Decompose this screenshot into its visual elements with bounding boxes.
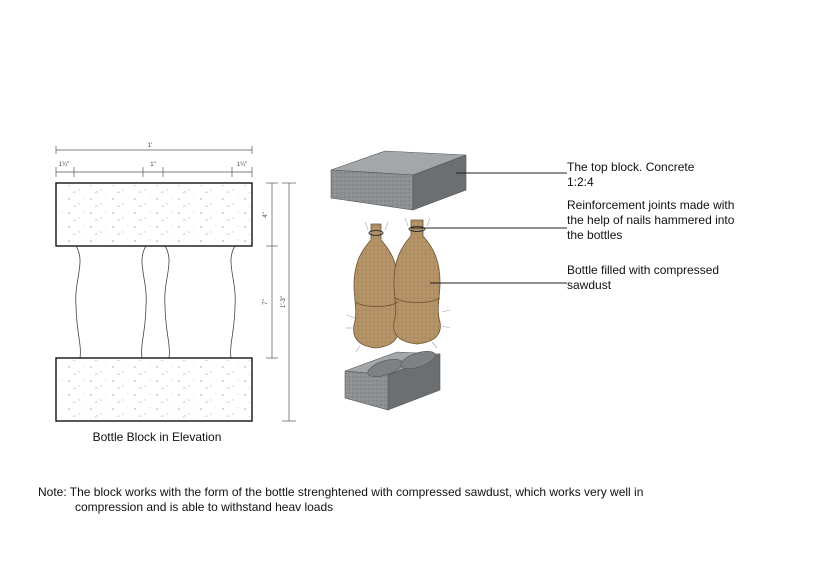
bottom-concrete-block	[344, 351, 441, 411]
top-concrete-block	[330, 150, 467, 211]
bottle-left	[353, 223, 399, 349]
callout-joints-line2: the help of nails hammered into	[567, 213, 735, 227]
callout-joints-line1: Reinforcement joints made with	[567, 198, 735, 212]
sawdust-bottles	[346, 217, 451, 353]
overall-width-label: 1'	[148, 143, 152, 149]
right-edge-label: 1¼"	[237, 162, 247, 168]
elevation-drawing: 1' 1¼" 1" 1¼"	[55, 143, 296, 422]
bottle-right	[393, 219, 441, 345]
overall-width-dimension: 1'	[55, 143, 253, 154]
gap-label: 1"	[150, 162, 155, 168]
left-edge-label: 1¼"	[59, 162, 69, 168]
note-line2: compression and is able to withstand hea…	[75, 500, 334, 514]
bottom-block-texture	[58, 360, 250, 419]
nail-icons	[346, 217, 451, 353]
block-height-label: 4"	[263, 212, 269, 217]
note-text: Note: The block works with the form of t…	[38, 485, 643, 515]
callout-joints: Reinforcement joints made with the help …	[567, 198, 734, 243]
height-dimensions: 4" 7" 1'-3"	[263, 182, 296, 422]
callout-top-block-line1: The top block. Concrete	[567, 160, 695, 174]
callout-top-block: The top block. Concrete 1:2:4	[567, 160, 694, 190]
note-line1: Note: The block works with the form of t…	[38, 485, 644, 499]
callout-leaders	[411, 172, 567, 284]
callout-bottle: Bottle filled with compressed sawdust	[567, 263, 719, 293]
callout-joints-line3: the bottles	[567, 228, 623, 242]
bottle-height-label: 7"	[263, 299, 269, 304]
callout-top-block-line2: 1:2:4	[567, 175, 594, 189]
sub-dimensions: 1¼" 1" 1¼"	[55, 162, 253, 177]
elevation-caption: Bottle Block in Elevation	[92, 430, 222, 444]
overall-height-label: 1'-3"	[281, 296, 287, 308]
callout-bottle-line1: Bottle filled with compressed	[567, 263, 720, 277]
exploded-view	[330, 150, 567, 411]
elevation-left-bottle	[75, 245, 147, 359]
top-block-texture	[58, 185, 250, 244]
callout-bottle-line2: sawdust	[567, 278, 612, 292]
elevation-right-bottle	[164, 245, 236, 359]
